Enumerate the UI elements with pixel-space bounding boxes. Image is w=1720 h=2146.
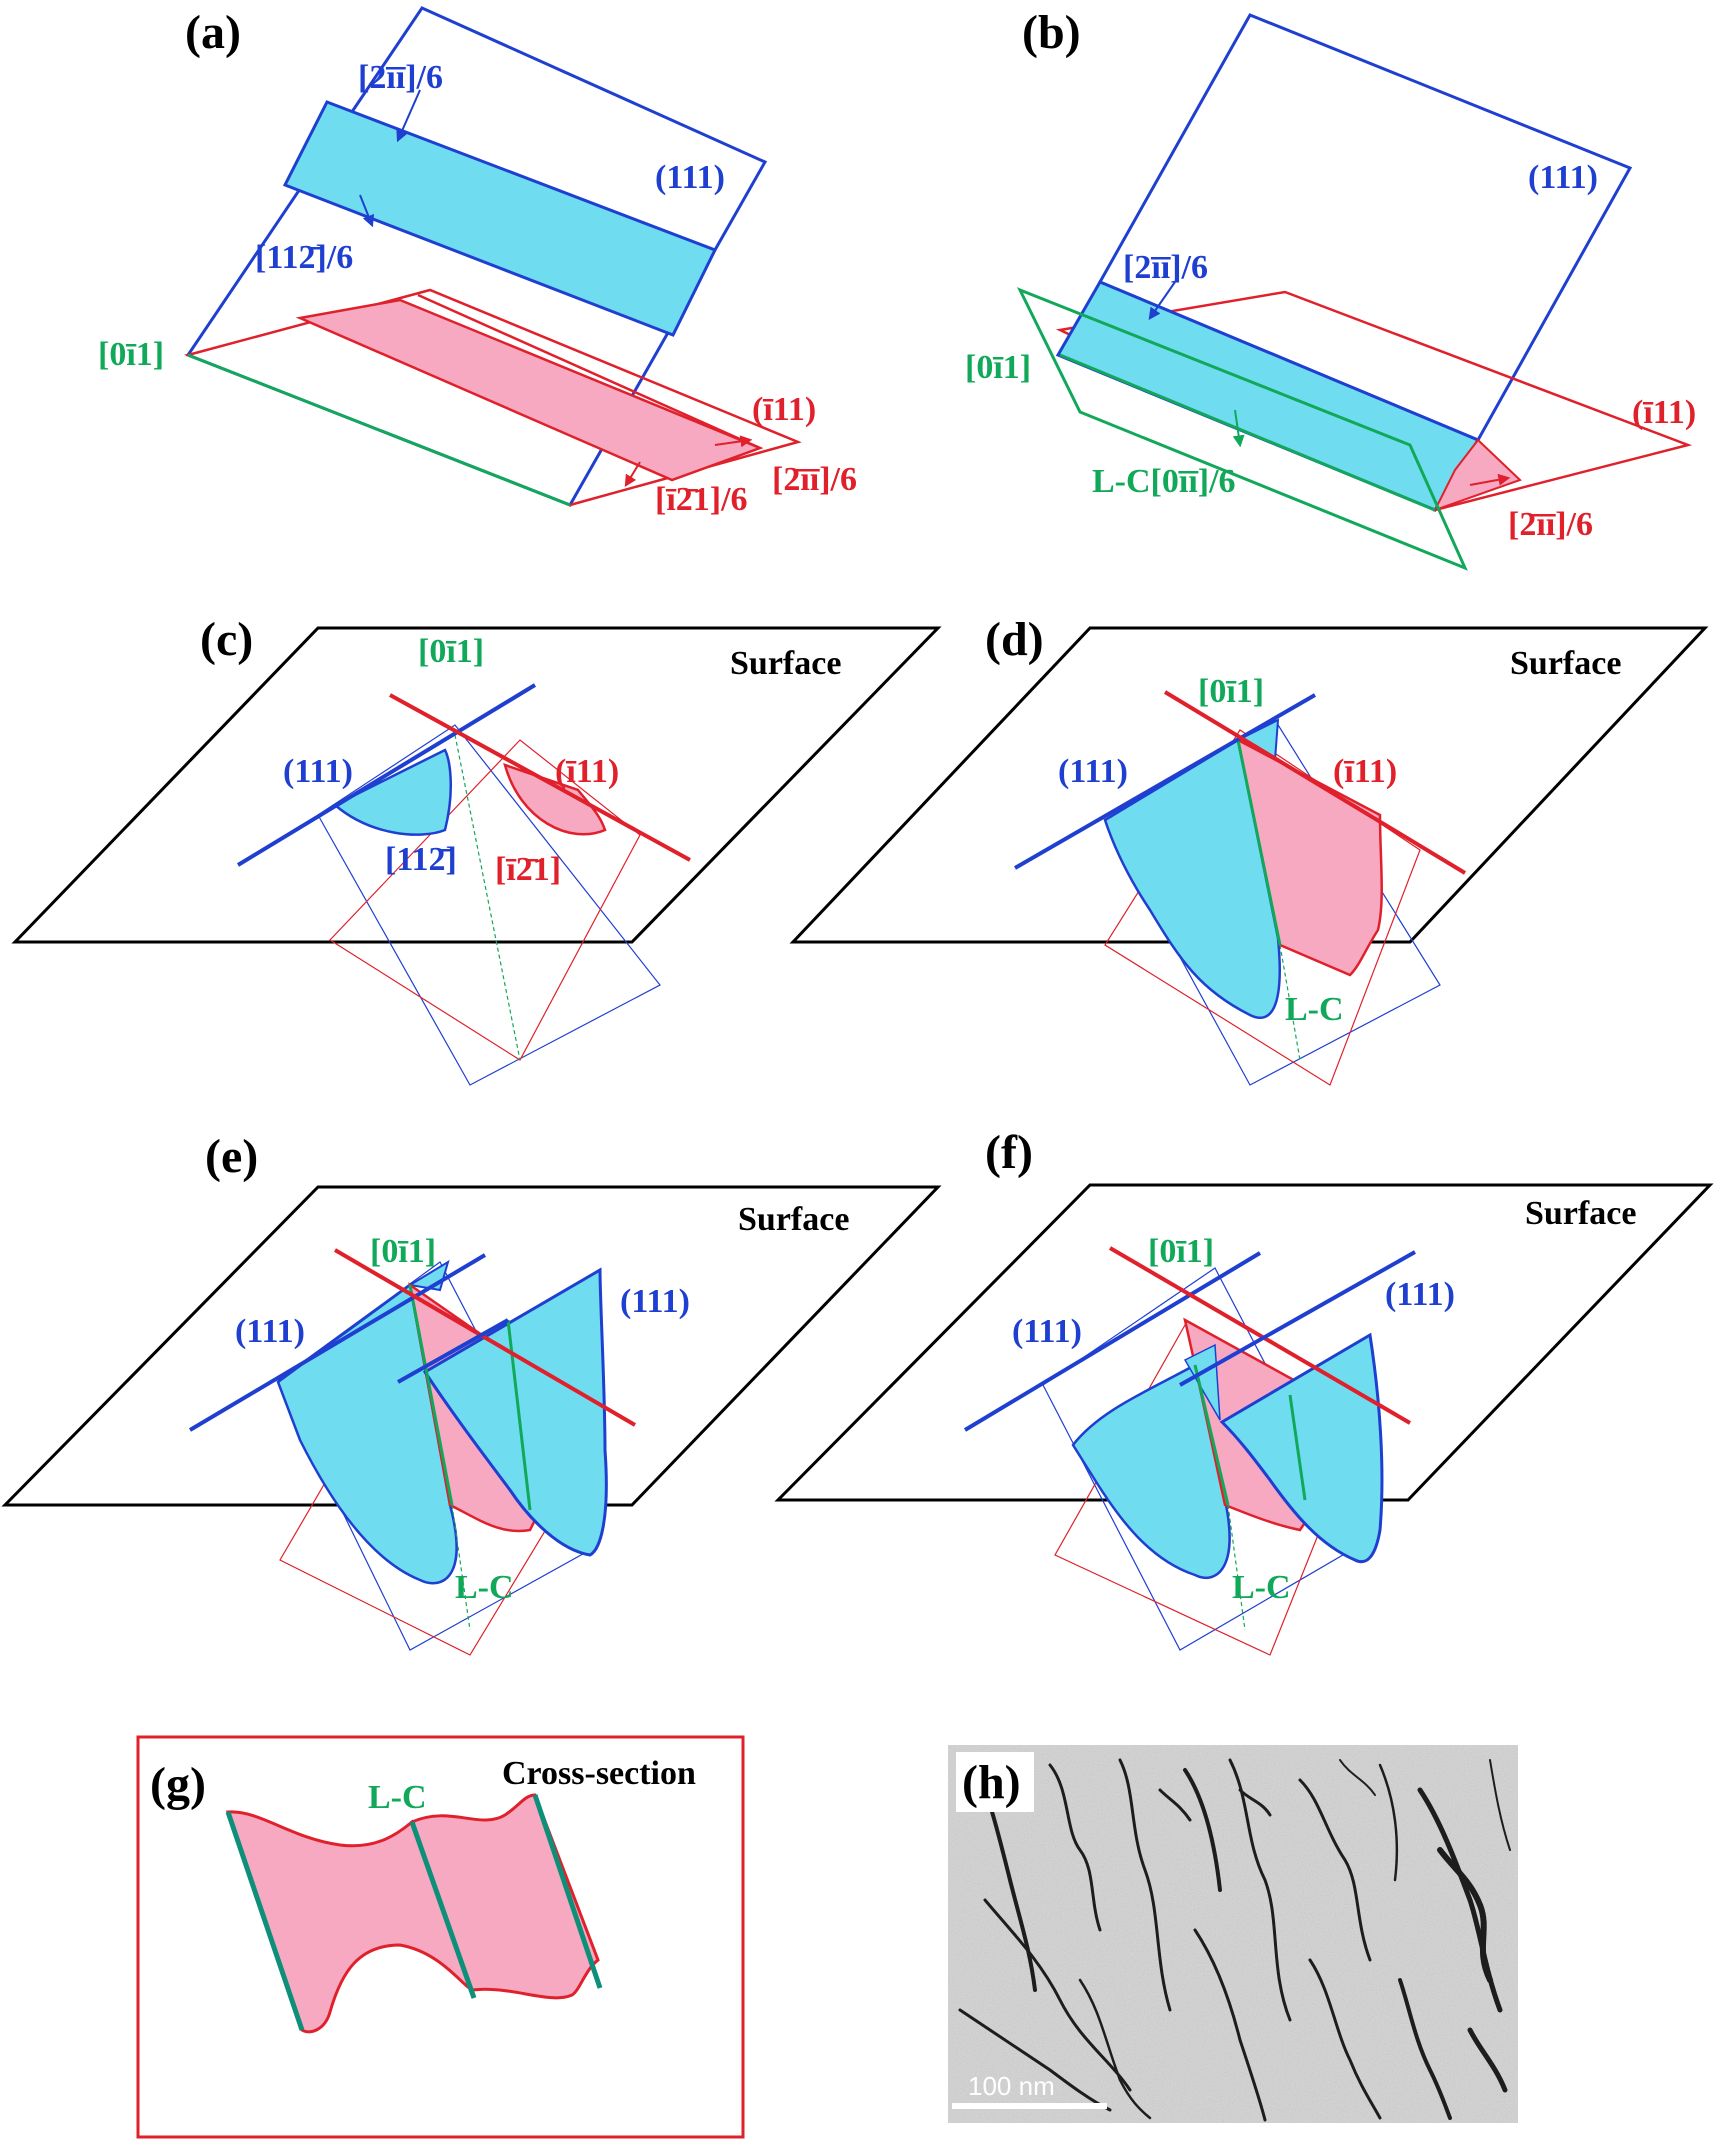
green-dir-a: [0ī1] — [98, 336, 164, 373]
cyan-loop-c — [332, 748, 453, 836]
green-line-a — [187, 353, 571, 507]
blue-plane-label-d: (111) — [1058, 753, 1128, 790]
scale-bar — [952, 2103, 1107, 2109]
green-dir-b: [0ī1] — [965, 349, 1031, 386]
pink-section-left — [225, 1810, 475, 2034]
red-vec-b: [2̄īī]/6 — [1508, 506, 1593, 543]
panel-label-h: (h) — [962, 1756, 1021, 1809]
blue-plane-label-c: (111) — [283, 753, 353, 790]
panel-label-d: (d) — [985, 613, 1044, 666]
green-dir-e: [0ī1] — [370, 1233, 436, 1270]
blue-plane-right-e: (111) — [620, 1283, 690, 1320]
cyan-shape-right-e — [422, 1267, 608, 1557]
panel-label-a: (a) — [185, 6, 241, 59]
dislocation-lines — [958, 1758, 1511, 2122]
cyan-band-a — [282, 100, 718, 337]
panel-label-e: (e) — [205, 1130, 258, 1183]
surface-e — [1, 1185, 942, 1507]
blue-vec1-a: [2īī]/6 — [358, 59, 443, 96]
green-dir-d: [0ī1] — [1198, 673, 1264, 710]
surface-label-d: Surface — [1510, 645, 1621, 682]
blue-plane-left-f: (111) — [1012, 1313, 1082, 1350]
blue-plane-left-e: (111) — [235, 1313, 305, 1350]
green-vec-b: L-C[0īī]/6 — [1092, 463, 1236, 500]
cyan-shape-right-f — [1219, 1332, 1384, 1564]
panel-f: (f) Surface [0ī1] (111) (111) L-C — [774, 1126, 1714, 1656]
green-dir-f: [0ī1] — [1148, 1233, 1214, 1270]
blue-vec-b: [2īī]/6 — [1123, 249, 1208, 286]
panel-label-c: (c) — [200, 613, 253, 666]
blue-plane-label-a: (111) — [655, 159, 725, 196]
panel-label-b: (b) — [1022, 6, 1081, 59]
red-vec-c: [ī2̄1] — [495, 851, 561, 888]
surface-c — [11, 626, 942, 944]
cyan-shape-left-e — [276, 1282, 458, 1585]
green-dir-c: [0ī1] — [418, 633, 484, 670]
red-vec1-a: [2̄īī]/6 — [772, 461, 857, 498]
panel-b: (b) (111) [2īī]/6 [0ī1] L-C[0īī]/6 (ī11)… — [965, 6, 1696, 571]
red-plane-label-b: (ī11) — [1632, 394, 1696, 431]
red-plane-label-c: (ī11) — [555, 753, 619, 790]
lc-label-d: L-C — [1285, 991, 1344, 1028]
pink-band-a — [295, 298, 764, 482]
surface-f — [774, 1183, 1714, 1502]
green-plane-b — [1016, 287, 1468, 571]
panel-e: (e) Surface [0ī1] (111) (111) L-C — [1, 1130, 942, 1656]
cross-section-frame — [136, 1735, 745, 2139]
lc-label-e: L-C — [455, 1569, 514, 1606]
blue-vec-c: [112̄] — [385, 841, 457, 878]
panel-h: (h) 100 nm — [948, 1745, 1518, 2123]
panel-d: (d) Surface [0ī1] (111) (ī11) L-C — [789, 613, 1709, 1086]
panel-g: (g) Cross-section L-C — [136, 1735, 745, 2139]
surface-label-c: Surface — [730, 645, 841, 682]
panel-a: (a) [2īī]/6 (111) [112̄]/6 [0ī1] (ī11) [… — [98, 6, 857, 518]
surface-label-f: Surface — [1525, 1195, 1636, 1232]
lc-label-f: L-C — [1232, 1569, 1291, 1606]
pink-sliver-b — [1432, 438, 1522, 512]
surface-label-e: Surface — [738, 1201, 849, 1238]
blue-plane-right-f: (111) — [1385, 1276, 1455, 1313]
cyan-shape-left-f — [1071, 1363, 1231, 1580]
cross-section-title: Cross-section — [502, 1755, 696, 1792]
blue-plane-label-b: (111) — [1528, 159, 1598, 196]
panel-label-f: (f) — [985, 1126, 1033, 1179]
cyan-shape-d — [1103, 738, 1281, 1020]
panel-label-g: (g) — [150, 1758, 206, 1811]
scale-bar-label: 100 nm — [968, 2071, 1055, 2101]
surface-d — [789, 626, 1709, 944]
lc-label-g: L-C — [368, 1779, 427, 1816]
red-vec2-a: [ī2̄1]/6 — [655, 481, 748, 518]
red-plane-label-a: (ī11) — [752, 391, 816, 428]
blue-vec2-a: [112̄]/6 — [255, 239, 353, 276]
panel-c: (c) Surface [0ī1] (111) (ī11) [112̄] [ī2… — [11, 613, 942, 1086]
red-plane-label-d: (ī11) — [1333, 753, 1397, 790]
